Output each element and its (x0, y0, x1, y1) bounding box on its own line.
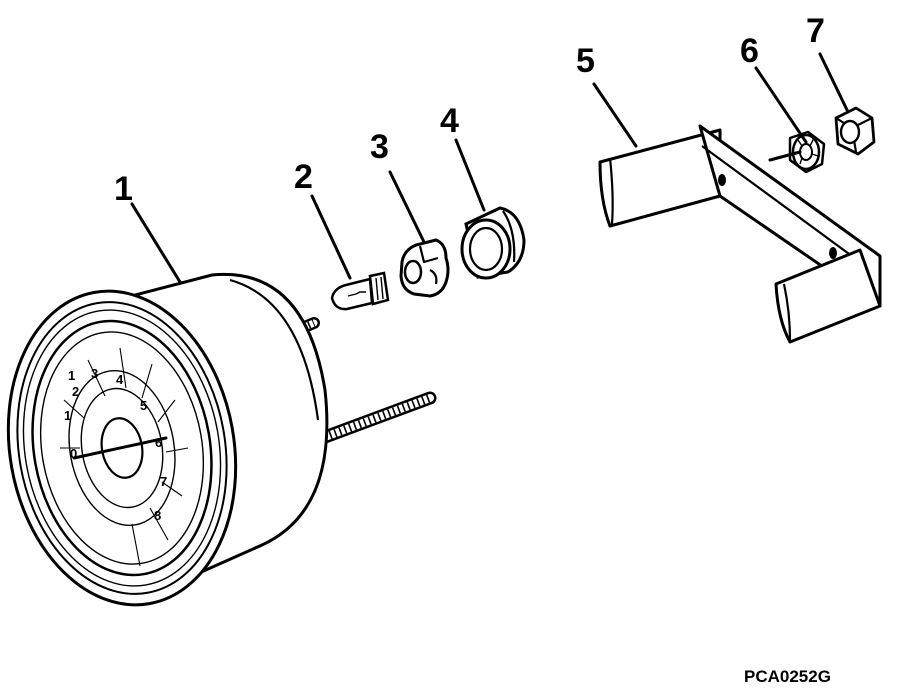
bracket-hole (829, 247, 837, 259)
dial-number: 3 (91, 366, 98, 381)
dial-number: 5 (140, 398, 147, 413)
hex-nut (834, 106, 876, 156)
leader-line-4 (454, 138, 486, 212)
mounting-bracket (598, 124, 882, 344)
diagram-code: PCA0252G (744, 667, 831, 686)
rubber-grommet (460, 206, 526, 280)
leader-lines (130, 52, 850, 284)
leader-line-3 (388, 170, 426, 244)
leader-line-7 (818, 52, 850, 114)
callout-5: 5 (576, 42, 595, 80)
callout-3: 3 (370, 128, 389, 166)
dial-number: 0 (70, 446, 77, 461)
callout-4: 4 (440, 102, 459, 140)
callout-7: 7 (806, 12, 825, 50)
tachometer-gauge: 1 2 3 4 5 6 7 8 1 0 (6, 272, 437, 607)
leader-line-5 (592, 82, 638, 148)
dial-number: 7 (160, 474, 167, 489)
long-mounting-stud (318, 391, 437, 444)
leader-line-6 (754, 66, 808, 144)
leader-line-6b (768, 150, 802, 162)
dial-graduations (60, 347, 189, 567)
callout-1: 1 (114, 170, 133, 208)
bracket-hole (718, 174, 726, 186)
lock-washer (788, 130, 826, 174)
callout-2: 2 (294, 158, 313, 196)
dial-number: 1 (68, 368, 75, 383)
callout-6: 6 (740, 32, 759, 70)
dial-number: 8 (154, 508, 161, 523)
leader-line-1 (130, 202, 182, 284)
dial-number: 4 (116, 372, 124, 387)
leader-line-2 (310, 194, 352, 280)
gauge-needle (72, 436, 168, 460)
dial-number: 6 (155, 435, 162, 450)
lamp-bulb (330, 271, 390, 311)
dial-number: 1 (64, 408, 71, 423)
dial-number: 2 (72, 384, 79, 399)
bulb-socket (399, 238, 450, 298)
